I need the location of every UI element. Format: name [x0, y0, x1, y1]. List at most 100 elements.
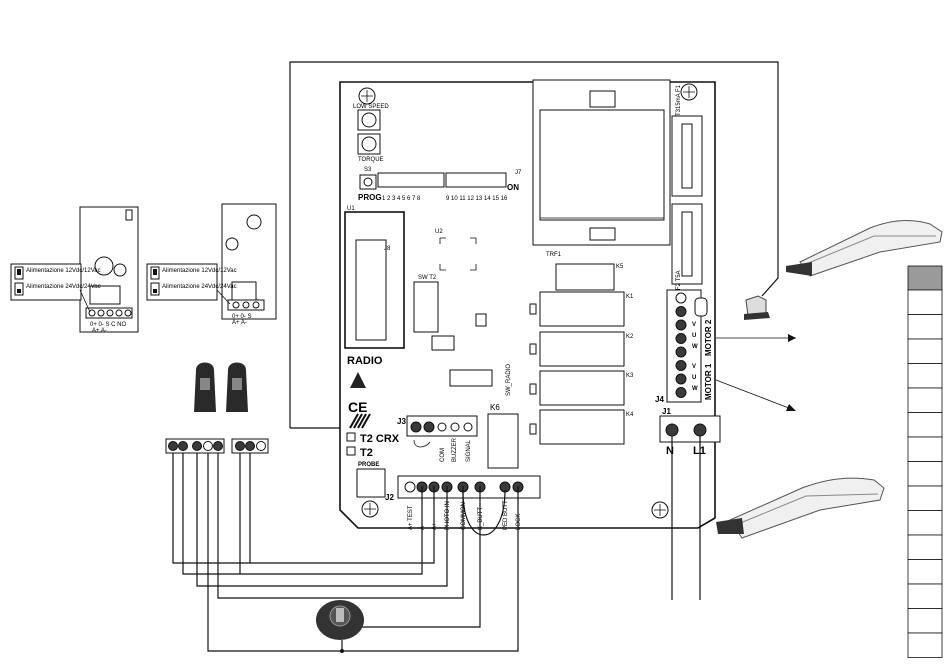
dip-switch-right[interactable]	[445, 172, 507, 188]
sidebar-cell	[907, 363, 943, 389]
j4-terminal[interactable]	[675, 333, 687, 344]
j2-terminal-label: A+	[432, 522, 438, 530]
jumper-link	[413, 439, 431, 448]
fuse-f2-label: F2 T5A	[676, 270, 682, 290]
rx-receiver-module: RX 0+ 0- S C NO A+ A- Alimentazione 12Vd…	[10, 206, 139, 334]
k6-label: K6	[490, 403, 500, 412]
photocell-tx-terminal[interactable]	[245, 441, 255, 451]
j2-terminal-label: A-	[420, 524, 426, 530]
t2-crx-checkbox[interactable]	[346, 432, 356, 442]
j3-terminal[interactable]	[410, 421, 422, 433]
j2-terminal-label: K_BUTT	[478, 507, 484, 530]
motor-pin-label: W	[692, 386, 698, 392]
k3-label: K3	[626, 373, 634, 379]
j7-label: J7	[515, 170, 522, 176]
sidebar-cell	[907, 338, 943, 364]
wire-a-minus	[172, 453, 435, 564]
photocell-rx-terminal[interactable]	[178, 441, 188, 451]
rx-terminal[interactable]	[124, 309, 132, 317]
motor2-label: MOTOR 2	[704, 319, 713, 356]
j2-terminal-label: COMMON	[461, 502, 467, 530]
j1-terminal-l1[interactable]	[693, 423, 707, 437]
gate-actuator-motor-2	[786, 220, 943, 277]
tx-terminal[interactable]	[232, 301, 240, 309]
j4-terminal[interactable]	[675, 306, 687, 317]
mounting-hole	[361, 500, 379, 518]
sidebar-cell	[907, 632, 943, 658]
photocell-rx-terminal[interactable]	[203, 441, 213, 451]
rx-terminal[interactable]	[115, 309, 123, 317]
flashing-lamp-icon	[744, 295, 770, 320]
motor-pin-label: U	[692, 375, 696, 381]
photocell-rx-terminal[interactable]	[192, 441, 202, 451]
weee-icon	[349, 413, 371, 429]
j1-terminal-n[interactable]	[665, 423, 679, 437]
rx-terminal-labels-bottom: A+ A-	[92, 328, 107, 334]
rx-terminal-labels: 0+ 0- S C NO	[90, 322, 127, 328]
j4-terminal[interactable]	[675, 360, 687, 371]
sidebar-cell	[907, 510, 943, 536]
sidebar-cell	[907, 485, 943, 511]
sidebar-cell	[907, 583, 943, 609]
t2-checkbox[interactable]	[346, 446, 356, 456]
sidebar-cell	[907, 289, 943, 315]
j2-label: J2	[385, 493, 394, 502]
j4-terminal[interactable]	[675, 319, 687, 331]
jumper-wire	[462, 489, 506, 536]
dip-right-numbers: 9 10 11 12 13 14 15 16	[446, 196, 508, 202]
relay-k3	[539, 370, 625, 406]
j2-terminal-label: PED BUTT	[503, 500, 509, 530]
photocell-rx-terminal[interactable]	[168, 441, 178, 451]
photocell-rx-icon	[194, 362, 216, 412]
rx-terminal[interactable]	[106, 309, 114, 317]
sw-t2-label: SW T2	[418, 275, 437, 281]
j4-terminal[interactable]	[675, 387, 687, 398]
sidebar-index-strip	[907, 265, 943, 658]
u1-label: U1	[347, 206, 355, 212]
wire-key-button	[362, 486, 481, 628]
j4-terminal[interactable]	[675, 373, 687, 385]
wire-nc	[217, 453, 464, 599]
j4-terminal[interactable]	[675, 292, 687, 304]
dip-switch-left[interactable]	[377, 172, 445, 188]
j2-terminal[interactable]	[404, 481, 416, 493]
j4-terminal[interactable]	[675, 346, 687, 358]
sw-radio-connector	[449, 369, 493, 387]
j8-label: J8	[384, 246, 391, 252]
u2-label: U2	[435, 229, 443, 235]
photocell-tx-icon	[226, 362, 248, 412]
tx-terminal-labels: 0+ 0- S	[232, 314, 252, 320]
rx-terminal[interactable]	[88, 309, 96, 317]
sidebar-cell	[907, 387, 943, 413]
j3-label: J3	[397, 417, 406, 426]
k4-label: K4	[626, 412, 634, 418]
sidebar-cell	[907, 412, 943, 438]
photocell-tx-terminal[interactable]	[256, 441, 266, 451]
motor-pin-label: V	[692, 364, 696, 370]
j3-terminal[interactable]	[423, 421, 435, 433]
tx-terminal[interactable]	[242, 301, 250, 309]
tx-terminal[interactable]	[252, 301, 260, 309]
rx-terminal[interactable]	[97, 309, 105, 317]
trf1-label: TRF1	[546, 252, 562, 258]
motor1-label: MOTOR 1	[704, 363, 713, 400]
j2-terminal-label: PHOTO IN	[445, 501, 451, 530]
capacitor-icon	[694, 297, 708, 317]
relay-k2	[539, 331, 625, 367]
prog-label: PROG	[358, 193, 382, 202]
buzzer-label: BUZZER	[452, 437, 458, 462]
motor-pin-label: V	[692, 322, 696, 328]
photocell-tx-terminal[interactable]	[235, 441, 245, 451]
key-selector-icon	[316, 600, 364, 640]
com-label: COM	[440, 448, 446, 462]
antenna-loop-wire	[289, 61, 779, 428]
probe-label: PROBE	[358, 462, 379, 468]
s3-label: S3	[364, 167, 372, 173]
on-label: ON	[507, 183, 519, 192]
sidebar-cell	[907, 461, 943, 487]
control-board: LOW SPEED TORQUE S3 PROG 1 2 3 4 5 6 7 8…	[339, 79, 721, 530]
sw-t2-connector	[413, 281, 439, 333]
sidebar-cell	[907, 534, 943, 560]
photocell-rx-terminal[interactable]	[213, 441, 223, 451]
k5-label: K5	[616, 264, 624, 270]
